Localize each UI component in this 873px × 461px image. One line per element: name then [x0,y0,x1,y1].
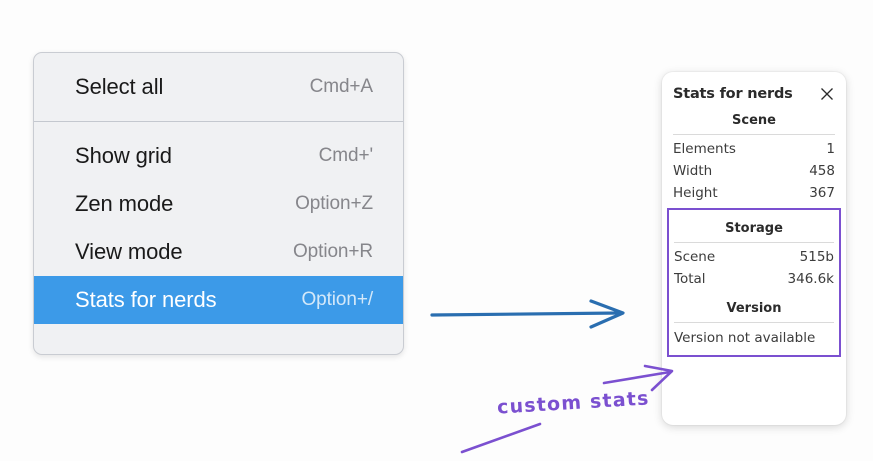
stat-value: 515b [799,249,834,265]
custom-stats-highlight-box: Storage Scene 515b Total 346.6k Version … [667,208,841,357]
stat-key: Elements [673,141,736,157]
stat-row: Elements 1 [673,138,835,160]
context-menu: Select all Cmd+A Show grid Cmd+' Zen mod… [33,52,404,355]
purple-underline-annotation [460,422,542,454]
stat-value: 367 [809,185,835,201]
menu-item-shortcut: Option+R [293,241,373,262]
menu-item-zen-mode[interactable]: Zen mode Option+Z [34,180,403,228]
menu-top-padding [34,53,403,63]
stat-row: Total 346.6k [674,268,834,290]
scene-section-rule [673,134,835,135]
menu-item-stats-for-nerds[interactable]: Stats for nerds Option+/ [34,276,403,324]
menu-item-shortcut: Option+Z [295,193,373,214]
menu-item-shortcut: Cmd+A [309,76,373,97]
menu-item-label: Stats for nerds [75,287,217,312]
stat-key: Scene [674,249,716,265]
menu-item-select-all[interactable]: Select all Cmd+A [34,63,403,111]
menu-item-shortcut: Option+/ [301,289,373,310]
stat-value: 458 [809,163,835,179]
stat-row: Height 367 [673,182,835,204]
version-text: Version not available [674,330,816,346]
stats-panel-header: Stats for nerds [673,72,835,102]
blue-arrow-annotation [430,299,625,329]
stat-key: Total [674,271,706,287]
menu-item-show-grid[interactable]: Show grid Cmd+' [34,132,403,180]
stat-row: Width 458 [673,160,835,182]
stat-value: 1 [826,141,835,157]
version-section-rule [674,322,834,323]
menu-item-shortcut: Cmd+' [318,145,373,166]
stat-key: Height [673,185,718,201]
menu-group-2: Show grid Cmd+' Zen mode Option+Z View m… [34,122,403,324]
stat-row: Scene 515b [674,246,834,268]
stats-panel-title: Stats for nerds [673,86,793,102]
storage-section-header: Storage [725,221,783,236]
menu-item-label: Show grid [75,143,172,168]
menu-item-label: Select all [75,74,164,99]
scene-section-header: Scene [732,113,776,128]
menu-group-1: Select all Cmd+A [34,63,403,111]
custom-stats-annotation-label: custom stats [496,387,651,419]
menu-item-view-mode[interactable]: View mode Option+R [34,228,403,276]
menu-separator [34,121,403,122]
storage-section-rule [674,242,834,243]
close-icon[interactable] [819,86,835,102]
stats-for-nerds-panel: Stats for nerds Scene Elements 1 Width 4… [662,72,846,425]
stat-key: Width [673,163,713,179]
menu-item-label: Zen mode [75,191,174,216]
stat-value: 346.6k [787,271,834,287]
menu-bottom-padding [34,324,403,336]
version-section-header: Version [726,301,782,316]
menu-item-label: View mode [75,239,183,264]
